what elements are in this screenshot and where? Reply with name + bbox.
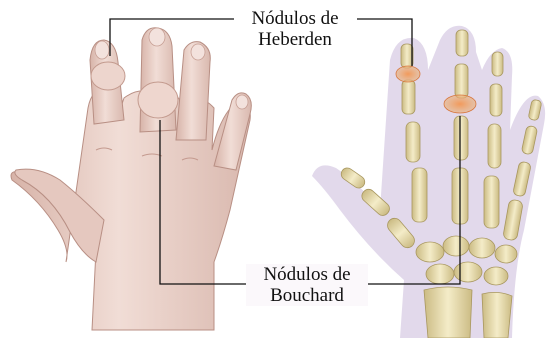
skin-hand	[11, 28, 251, 330]
heberden-label-line2: Heberden	[234, 29, 356, 50]
skin-bouchard-node	[138, 82, 178, 118]
bouchard-label-line1: Nódulos de	[246, 264, 368, 285]
bone-heberden-node	[396, 66, 420, 82]
heberden-label-line1: Nódulos de	[234, 8, 356, 29]
nail-little	[236, 95, 248, 109]
nail-ring	[191, 44, 205, 60]
bone-bouchard-node	[444, 95, 476, 113]
bouchard-label-line2: Bouchard	[246, 285, 368, 306]
hand-palm	[11, 88, 250, 330]
nail-index	[95, 41, 109, 59]
heberden-nodes-label: Nódulos de Heberden	[234, 8, 356, 50]
nail-middle	[149, 28, 165, 46]
forearm-bones	[424, 287, 512, 338]
skin-heberden-node	[91, 62, 125, 90]
bouchard-nodes-label: Nódulos de Bouchard	[246, 264, 368, 306]
